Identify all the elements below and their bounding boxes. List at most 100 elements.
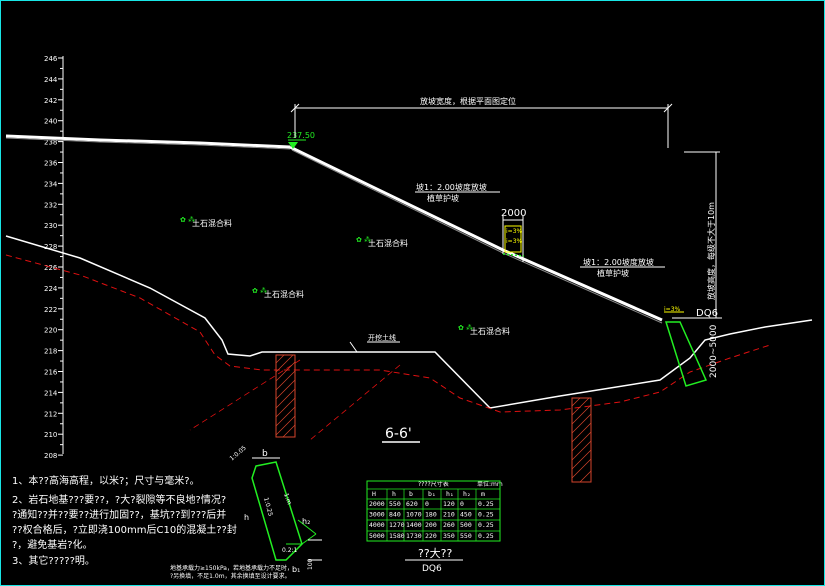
notes: 1、本??高海高程，以米?；尺寸与毫米?。 2、岩石地基???要??，?大?裂隙… — [12, 474, 237, 567]
axis-tick-label: 210 — [44, 431, 57, 439]
table-header-cell: b₁ — [428, 490, 436, 498]
slope-label-lower-1: 坡1：2.00坡度放坡 — [583, 257, 654, 267]
table-cell: 550 — [389, 500, 401, 508]
wall-h2: h₂ — [302, 517, 310, 526]
axis-tick-label: 220 — [44, 327, 57, 335]
wall-base-slope: 0.2:1 — [282, 547, 298, 554]
table-cell: 2000 — [369, 500, 385, 508]
table-cell: 1270 — [389, 521, 405, 529]
table-cell: 200 — [425, 521, 437, 529]
wall-face-slope: 1:0.25 — [262, 497, 274, 518]
axis-tick-label: 238 — [44, 139, 57, 147]
table-cell: 220 — [425, 532, 437, 540]
table-cell: 1580 — [389, 532, 405, 540]
axis-tick-label: 232 — [44, 201, 57, 209]
soil-labels: ✿ ⁂ 土石混合料 ✿ ⁂ 土石混合料 ✿ ⁂ 土石混合料 ✿ ⁂ 土石混合料 — [180, 216, 510, 336]
axis-tick-label: 208 — [44, 452, 57, 460]
wall-foot-note-1: 地基承载力≥150kPa，若地基承载力不足时， — [170, 564, 293, 572]
table-cell: 620 — [406, 500, 418, 508]
axis-tick-label: 228 — [44, 243, 57, 251]
svg-text:✿ ⁂: ✿ ⁂ — [252, 287, 267, 295]
wall-h: h — [244, 513, 249, 522]
wall-foot-note-2: ?另换填，不足1.0m，其余换填至设计要求。 — [170, 572, 291, 580]
berm-slope-bottom: i=3% — [506, 238, 523, 245]
wall-step: 100 — [307, 558, 314, 570]
note-line: ??权合格后，?立即浇100mm后C10的混凝土??封 — [12, 523, 237, 536]
table-cell: 4000 — [369, 521, 385, 529]
table-cell: 0.25 — [478, 500, 494, 508]
slope-labels: 坡1：2.00坡度放坡 植草护坡 坡1：2.00坡度放坡 植草护坡 — [415, 182, 665, 278]
section-title-group: 6-6' — [382, 426, 420, 443]
table-cell: 0 — [460, 500, 464, 508]
svg-text:✿ ⁂: ✿ ⁂ — [356, 236, 371, 244]
wall-b1: b₁ — [292, 565, 300, 574]
table-unit: 单位:mm — [477, 480, 503, 488]
wall-top-slope: 1:0.05 — [229, 445, 248, 463]
table-cell: 1070 — [406, 511, 422, 519]
table-cell: 3000 — [369, 511, 385, 519]
wall-b: b — [262, 449, 268, 459]
elevation-marker: 237.50 — [287, 131, 315, 149]
pile-right — [571, 397, 592, 483]
table-header-cell: m — [481, 490, 485, 498]
table-cell: 840 — [389, 511, 401, 519]
retain-label-group: 开挖土线 — [349, 333, 400, 353]
wall-back-slope: 1:m — [282, 492, 293, 506]
axis-tick-label: 214 — [44, 389, 58, 397]
table-cell: 450 — [460, 511, 472, 519]
bedrock-line — [5, 254, 771, 441]
svg-text:✿ ⁂: ✿ ⁂ — [458, 324, 473, 332]
slope-label-lower-2: 植草护坡 — [597, 268, 629, 278]
soil-label-3: 土石混合料 — [264, 289, 304, 299]
axis-tick-label: 240 — [44, 118, 57, 126]
axis-tick-label: 224 — [44, 285, 58, 293]
note-line: ?，避免基岩?化。 — [12, 538, 93, 551]
axis-tick-label: 242 — [44, 97, 57, 105]
axis-tick-label: 226 — [44, 264, 58, 272]
soil-label-4: 土石混合料 — [470, 326, 510, 336]
excavation-line — [5, 235, 813, 409]
axis-tick-label: 218 — [44, 348, 57, 356]
wall-title: ??大?? — [418, 546, 453, 560]
wall-title-code: DQ6 — [422, 564, 442, 574]
table-cell: 120 — [443, 500, 455, 508]
berm-slope-top: i=3% — [506, 228, 523, 235]
axis-tick-label: 222 — [44, 306, 57, 314]
table-cell: 550 — [460, 532, 472, 540]
table-header-cell: H — [372, 490, 376, 498]
table-cell: 0.25 — [478, 532, 494, 540]
berm-detail: 2000 i=3% i=3% — [501, 208, 526, 262]
wall-code: DQ6 — [696, 308, 718, 319]
axis-tick-label: 230 — [44, 222, 57, 230]
wall-section-detail: b 1:0.05 h 1:0.25 1:m 0.2:1 h₂ b₁ 100 地基… — [170, 445, 322, 580]
pile-left — [275, 354, 296, 438]
table-cell: 210 — [443, 511, 455, 519]
table-header-cell: b — [409, 490, 413, 498]
slope-label-upper-1: 坡1：2.00坡度放坡 — [416, 182, 487, 192]
table-cell: 0 — [425, 500, 429, 508]
top-dimension-label: 放坡宽度，根据平面图定位 — [420, 96, 516, 106]
elevation-mark: 237.50 — [287, 131, 315, 140]
axis-tick-label: 244 — [44, 76, 58, 84]
right-dimension: 放坡高度，每级不大于10m — [672, 151, 720, 319]
note-line: 2、岩石地基???要??，?大?裂隙等不良地?情况? — [12, 493, 226, 506]
wall-title-group: ??大?? DQ6 — [405, 546, 463, 574]
retaining-wall-right: i=3% DQ6 2000~5000 — [664, 306, 722, 387]
ground-surface — [5, 134, 663, 324]
wall-height: 2000~5000 — [709, 324, 719, 378]
berm-width: 2000 — [501, 208, 526, 219]
table-cell: 0.25 — [478, 511, 494, 519]
note-line: 3、其它?????明。 — [12, 554, 95, 567]
axis-tick-label: 216 — [44, 369, 58, 377]
soil-label-2: 土石混合料 — [368, 238, 408, 248]
right-label: 放坡高度，每级不大于10m — [706, 202, 716, 300]
wall-slope-label: i=3% — [664, 306, 681, 313]
table-cell: 260 — [443, 521, 455, 529]
top-dimension: 放坡宽度，根据平面图定位 — [290, 96, 673, 148]
table-cell: 0.25 — [478, 521, 494, 529]
axis-tick-label: 236 — [44, 160, 58, 168]
retain-label: 开挖土线 — [368, 333, 396, 342]
slope-label-upper-2: 植草护坡 — [427, 193, 459, 203]
